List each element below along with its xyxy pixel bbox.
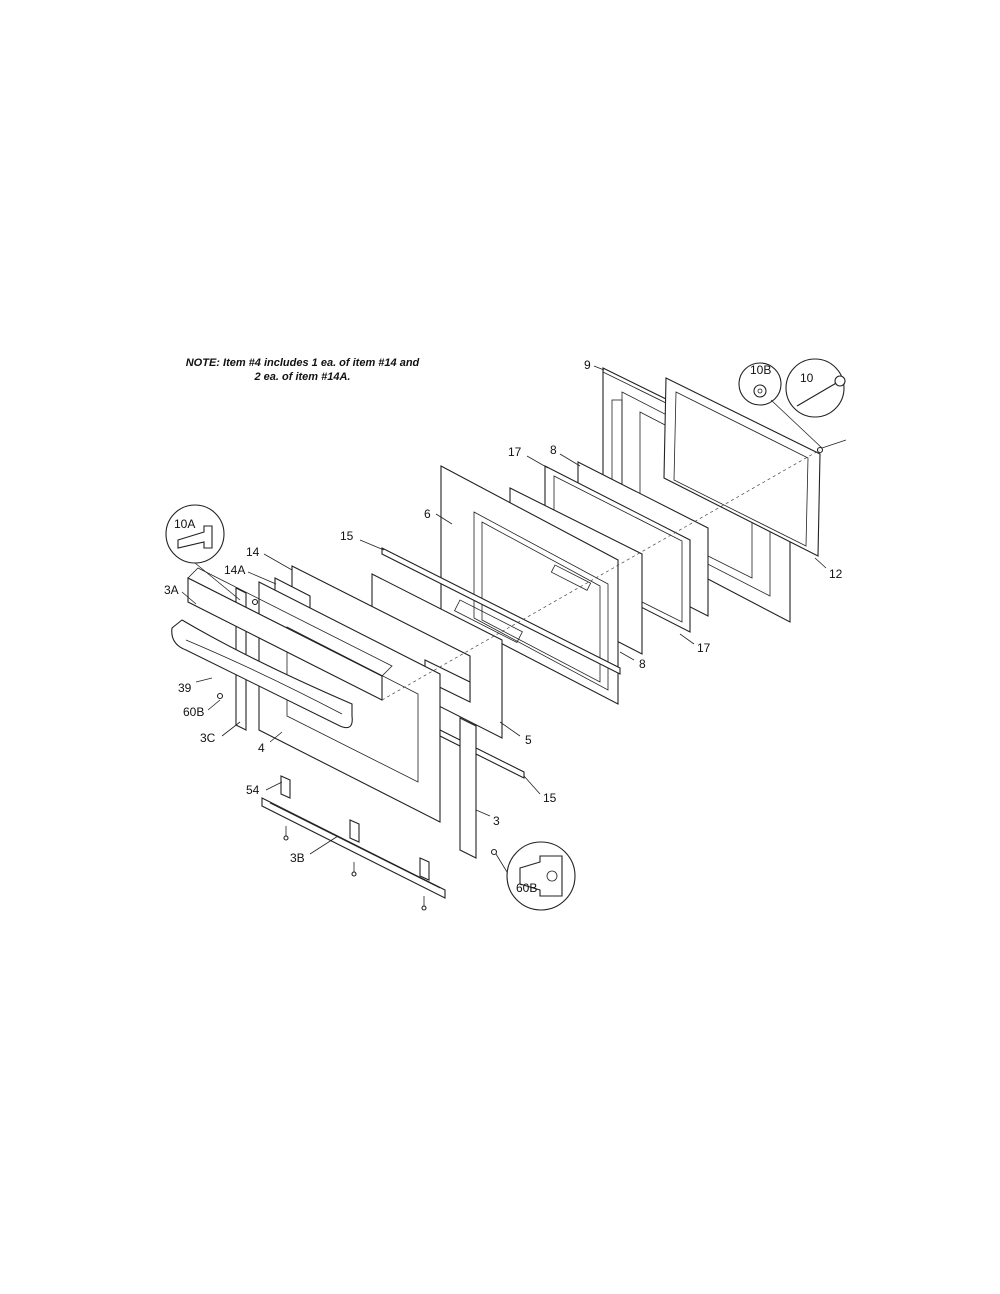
label-8-lower: 8 bbox=[639, 657, 646, 671]
label-3C: 3C bbox=[200, 731, 216, 745]
label-17-lower: 17 bbox=[697, 641, 711, 655]
label-3B: 3B bbox=[290, 851, 305, 865]
label-14: 14 bbox=[246, 545, 260, 559]
label-14A: 14A bbox=[224, 563, 245, 577]
part-15-upper-channel bbox=[381, 547, 621, 675]
callout-10A bbox=[165, 504, 241, 601]
label-8-upper: 8 bbox=[550, 443, 557, 457]
label-54: 54 bbox=[246, 783, 260, 797]
callout-10 bbox=[785, 358, 846, 418]
label-17-upper: 17 bbox=[508, 445, 522, 459]
label-10: 10 bbox=[800, 371, 814, 385]
label-60B-callout: 60B bbox=[516, 881, 537, 895]
diagram-note: NOTE: Item #4 includes 1 ea. of item #14… bbox=[150, 356, 455, 384]
label-60B-left: 60B bbox=[183, 705, 204, 719]
callout-10B bbox=[738, 362, 782, 406]
part-39-door-handle bbox=[171, 619, 353, 729]
label-3A: 3A bbox=[164, 583, 179, 597]
leader-lines bbox=[181, 365, 827, 855]
assembly-axis-line bbox=[381, 449, 821, 701]
label-10B: 10B bbox=[750, 363, 771, 377]
part-54-clips bbox=[280, 775, 430, 881]
note-line-2: 2 ea. of item #14A. bbox=[254, 371, 351, 383]
label-9: 9 bbox=[584, 358, 591, 372]
part-15-lower-channel bbox=[439, 729, 525, 779]
label-15-lower: 15 bbox=[543, 791, 557, 805]
label-10A: 10A bbox=[174, 517, 195, 531]
part-3B-bottom-trim bbox=[261, 797, 446, 899]
screws bbox=[216, 439, 847, 911]
label-12: 12 bbox=[829, 567, 843, 581]
part-3-side-trim bbox=[459, 717, 477, 859]
label-15-upper: 15 bbox=[340, 529, 354, 543]
label-3: 3 bbox=[493, 814, 500, 828]
note-line-1: NOTE: Item #4 includes 1 ea. of item #14… bbox=[185, 357, 420, 369]
label-4: 4 bbox=[258, 741, 265, 755]
callout-60B bbox=[495, 841, 576, 911]
label-5: 5 bbox=[525, 733, 532, 747]
label-6: 6 bbox=[424, 507, 431, 521]
part-12-door-gasket bbox=[663, 377, 821, 557]
label-39: 39 bbox=[178, 681, 192, 695]
